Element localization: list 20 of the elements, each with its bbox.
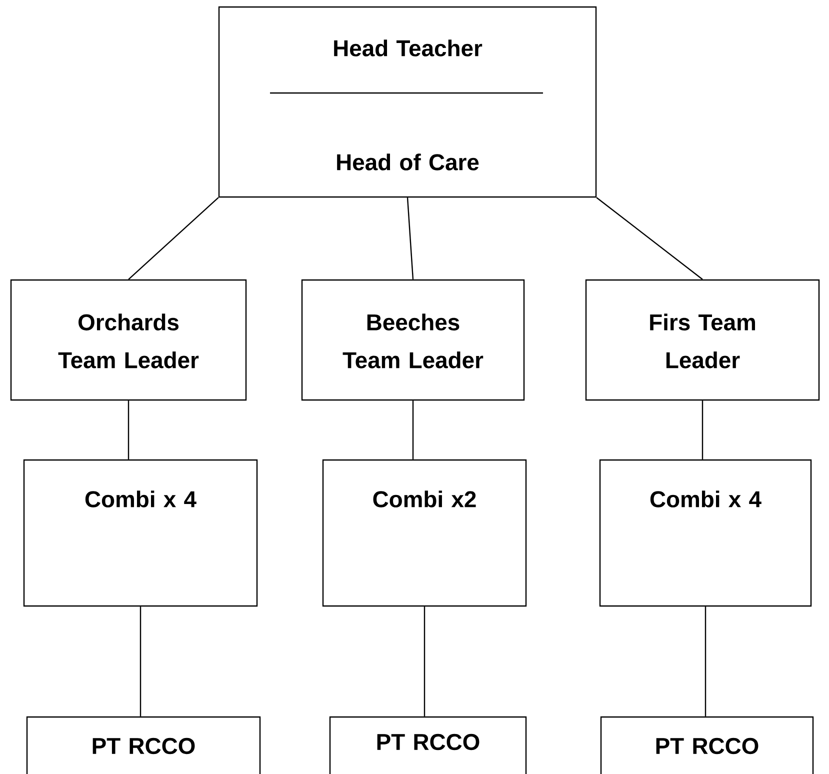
connector-line bbox=[140, 606, 142, 716]
connector-line bbox=[406, 198, 414, 280]
connector-line bbox=[128, 400, 130, 460]
box-label: PT RCCO bbox=[377, 734, 480, 750]
connector-line bbox=[128, 197, 219, 280]
box-label: Beeches Team Leader bbox=[342, 314, 484, 368]
box-label: Combi x 4 bbox=[650, 490, 762, 508]
box-label: Combi x2 bbox=[373, 490, 476, 508]
box-label: Combi x 4 bbox=[85, 490, 196, 508]
box-label: PT RCCO bbox=[656, 738, 758, 754]
box-label: Head of Care bbox=[337, 154, 479, 170]
connector-line bbox=[424, 606, 426, 716]
connector-line bbox=[412, 400, 414, 460]
box-label: Firs Team Leader bbox=[650, 314, 755, 368]
box-label: Orchards Team Leader bbox=[58, 314, 199, 368]
box-label: Head Teacher bbox=[334, 40, 482, 56]
connector-line bbox=[704, 606, 706, 716]
box-label: PT RCCO bbox=[92, 738, 195, 754]
connector-line bbox=[702, 400, 704, 460]
connector-line bbox=[596, 197, 703, 280]
